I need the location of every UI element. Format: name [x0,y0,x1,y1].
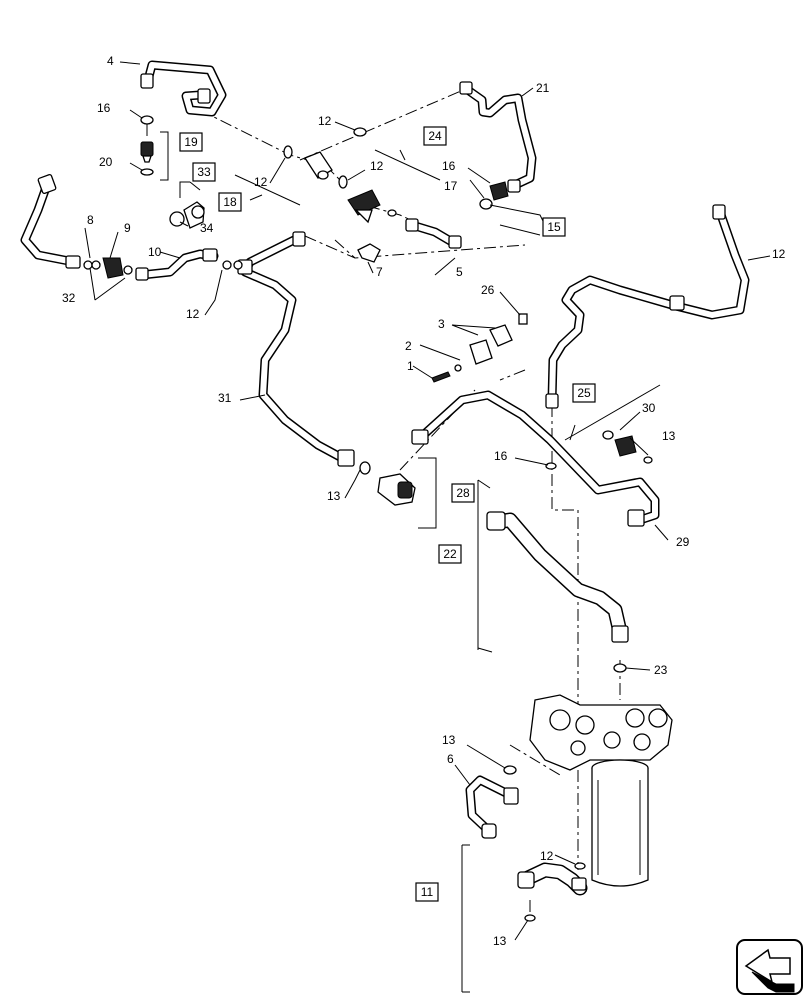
clamp-7 [357,243,381,263]
fitting-9 [83,257,133,279]
callout-14: 12 [772,247,786,261]
callout-5: 5 [456,265,463,279]
pipe-8 [20,174,81,269]
boxed-callout-24: 24 [428,129,442,143]
fitting-18 [283,127,367,180]
callout-12: 12 [370,159,384,173]
boxed-callout-33: 33 [197,165,211,179]
pipe-14 [545,204,750,409]
callout-26: 13 [327,489,341,503]
callout-27: 26 [481,283,495,297]
fitting-24 [338,175,397,224]
callout-2: 2 [405,339,412,353]
fitting-30 [602,430,653,464]
callout-20: 20 [99,155,113,169]
boxed-callout-22: 22 [443,547,457,561]
boxed-callouts: 19 33 18 24 15 25 28 22 11 [179,126,596,902]
callout-12: 12 [254,175,268,189]
boxed-callout-15: 15 [547,220,561,234]
callout-7: 7 [376,265,383,279]
callout-labels: 4 16 20 8 9 10 32 12 34 31 13 12 12 12 1… [62,54,786,948]
callout-29: 29 [676,535,690,549]
callout-32: 32 [62,291,76,305]
callout-34: 34 [200,221,214,235]
boxed-callout-25: 28 [456,486,470,500]
callout-30: 30 [642,401,656,415]
callout-12: 12 [186,307,200,321]
callout-12: 12 [540,849,554,863]
cap-33 [169,201,205,229]
callout-1: 1 [407,359,414,373]
arrow-navigation-icon[interactable] [736,939,803,995]
callout-16: 16 [442,159,456,173]
callout-9: 9 [124,221,131,235]
callout-10: 10 [148,245,162,259]
boxed-callout-11: 11 [421,885,434,899]
boxed-callout-19: 19 [184,135,198,149]
filter-assembly [529,694,673,887]
leader-lines [84,61,771,993]
pipe-29 [411,390,660,527]
fitting-25 [359,461,416,506]
callout-16: 16 [494,449,508,463]
callout-12: 12 [318,114,332,128]
callout-13: 13 [662,429,676,443]
pipe-6 [465,765,519,839]
callout-23: 23 [654,663,668,677]
callout-4: 4 [107,54,114,68]
callout-6: 6 [447,752,454,766]
callout-8: 8 [87,213,94,227]
hose-11 [517,862,588,922]
pipe-31 [222,231,355,467]
pipe-21 [459,81,537,210]
callout-17: 17 [444,179,458,193]
boxed-callout-18: 18 [223,195,237,209]
pipe-4 [140,60,227,117]
callout-16: 16 [97,101,111,115]
boxed-callout-28: 25 [577,386,591,400]
callout-31: 31 [218,391,232,405]
callout-21: 21 [536,81,550,95]
pipe-5 [405,218,462,249]
pipe-10 [135,248,219,281]
hose-22 [486,511,629,673]
callout-13: 13 [442,733,456,747]
callout-13: 13 [493,934,507,948]
seal-16 [545,462,557,470]
fitting-group-19 [140,115,154,176]
callout-3: 3 [438,317,445,331]
clamp-group-3 [431,313,528,383]
